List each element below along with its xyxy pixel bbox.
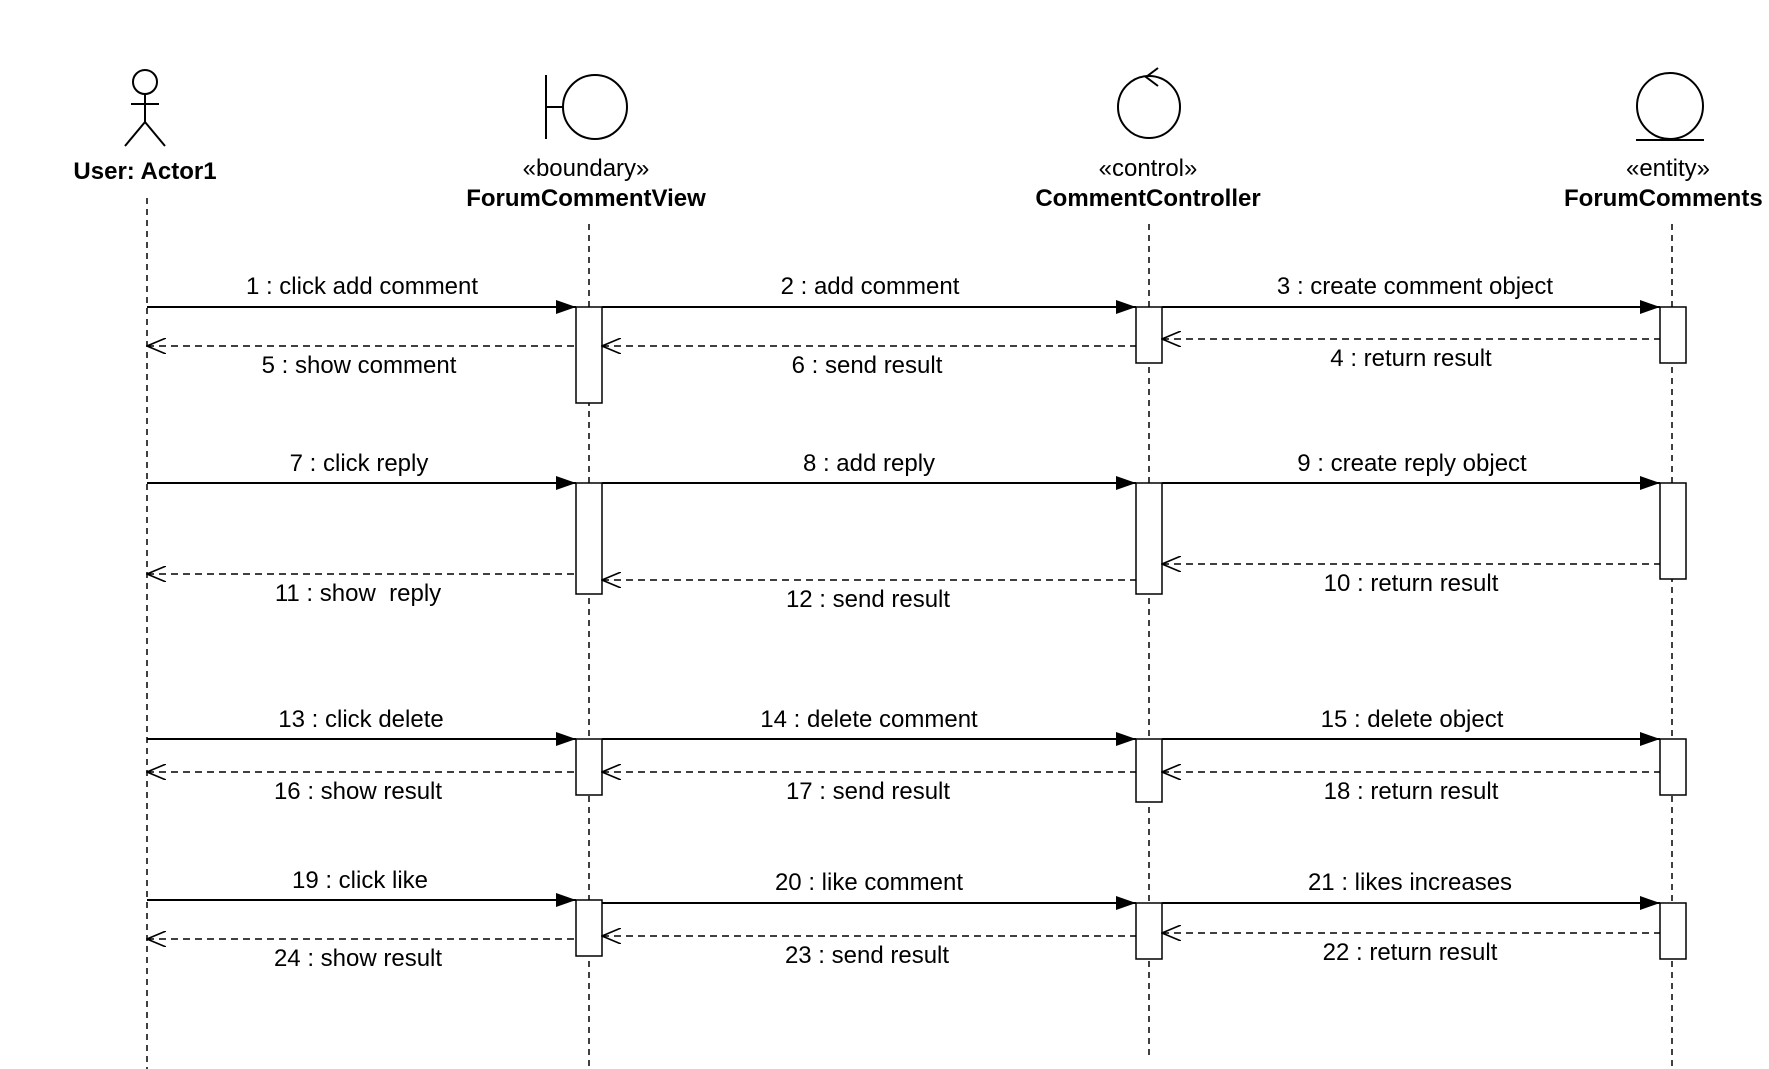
message-label: 17 : send result [786, 778, 950, 805]
sync-message: 15 : delete object [1162, 706, 1660, 746]
message-label: 14 : delete comment [760, 706, 978, 733]
participant-stereotype: «control» [1099, 155, 1198, 182]
message-label: 15 : delete object [1321, 706, 1504, 733]
return-message: 10 : return result [1162, 564, 1660, 597]
message-label: 24 : show result [274, 945, 442, 972]
sync-message: 21 : likes increases [1162, 869, 1660, 910]
return-message: 18 : return result [1162, 772, 1660, 805]
boundary-icon [545, 74, 628, 140]
message-label: 16 : show result [274, 778, 442, 805]
activation-bar [575, 899, 603, 957]
message-label: 11 : show reply [275, 580, 441, 607]
message-label: 3 : create comment object [1277, 273, 1553, 300]
message-label: 7 : click reply [290, 450, 429, 477]
activation-bar [1659, 306, 1687, 364]
activation-bar [1659, 902, 1687, 960]
messages: 1 : click add comment 2 : add comment 3 : … [147, 273, 1660, 972]
return-message: 12 : send result [602, 580, 1136, 613]
sync-message: 19 : click like [147, 867, 576, 907]
participant-boundary: «boundary» ForumCommentView [466, 74, 706, 212]
activation-bar [1659, 482, 1687, 580]
participant-name: User: Actor1 [73, 158, 216, 185]
message-label: 22 : return result [1323, 939, 1498, 966]
message-label: 20 : like comment [775, 869, 963, 896]
sync-message: 9 : create reply object [1162, 450, 1660, 490]
message-label: 10 : return result [1324, 570, 1499, 597]
message-label: 23 : send result [785, 942, 949, 969]
activation-bar [575, 738, 603, 796]
return-message: 23 : send result [602, 936, 1136, 969]
message-label: 4 : return result [1330, 345, 1492, 372]
sync-message: 3 : create comment object [1162, 273, 1660, 314]
message-label: 5 : show comment [262, 352, 457, 379]
return-message: 11 : show reply [147, 574, 576, 607]
sync-message: 13 : click delete [147, 706, 576, 746]
message-label: 18 : return result [1324, 778, 1499, 805]
participant-name: ForumCommentView [466, 185, 706, 212]
actor-icon [124, 69, 166, 147]
participant-actor: User: Actor1 [73, 69, 217, 185]
message-label: 12 : send result [786, 586, 950, 613]
sync-message: 8 : add reply [602, 450, 1136, 490]
return-message: 16 : show result [147, 772, 576, 805]
activation-bar [575, 482, 603, 595]
activation-bar [1135, 482, 1163, 595]
participant-stereotype: «boundary» [523, 155, 650, 182]
participant-stereotype: «entity» [1626, 155, 1710, 182]
activation-bar [1135, 902, 1163, 960]
return-message: 24 : show result [147, 939, 576, 972]
entity-icon [1636, 72, 1704, 141]
sync-message: 7 : click reply [147, 450, 576, 490]
return-message: 5 : show comment [147, 346, 576, 379]
activation-bar [1135, 306, 1163, 364]
sync-message: 14 : delete comment [602, 706, 1136, 746]
return-message: 17 : send result [602, 772, 1136, 805]
message-label: 13 : click delete [278, 706, 443, 733]
sync-message: 2 : add comment [602, 273, 1136, 314]
activation-bars [575, 306, 1687, 960]
sync-message: 20 : like comment [602, 869, 1136, 910]
participant-name: CommentController [1035, 185, 1260, 212]
message-label: 8 : add reply [803, 450, 935, 477]
message-label: 6 : send result [792, 352, 943, 379]
sync-message: 1 : click add comment [147, 273, 576, 314]
message-label: 1 : click add comment [246, 273, 478, 300]
control-icon [1117, 67, 1181, 139]
message-label: 2 : add comment [781, 273, 960, 300]
return-message: 4 : return result [1162, 339, 1660, 372]
return-message: 22 : return result [1162, 933, 1660, 966]
activation-bar [575, 306, 603, 404]
activation-bar [1135, 738, 1163, 803]
message-label: 19 : click like [292, 867, 428, 894]
return-message: 6 : send result [602, 346, 1136, 379]
message-label: 9 : create reply object [1297, 450, 1527, 477]
participant-entity: «entity» ForumComments [1564, 72, 1763, 212]
participant-name: ForumComments [1564, 185, 1763, 212]
activation-bar [1659, 738, 1687, 796]
message-label: 21 : likes increases [1308, 869, 1512, 896]
participant-control: «control» CommentController [1035, 67, 1261, 212]
